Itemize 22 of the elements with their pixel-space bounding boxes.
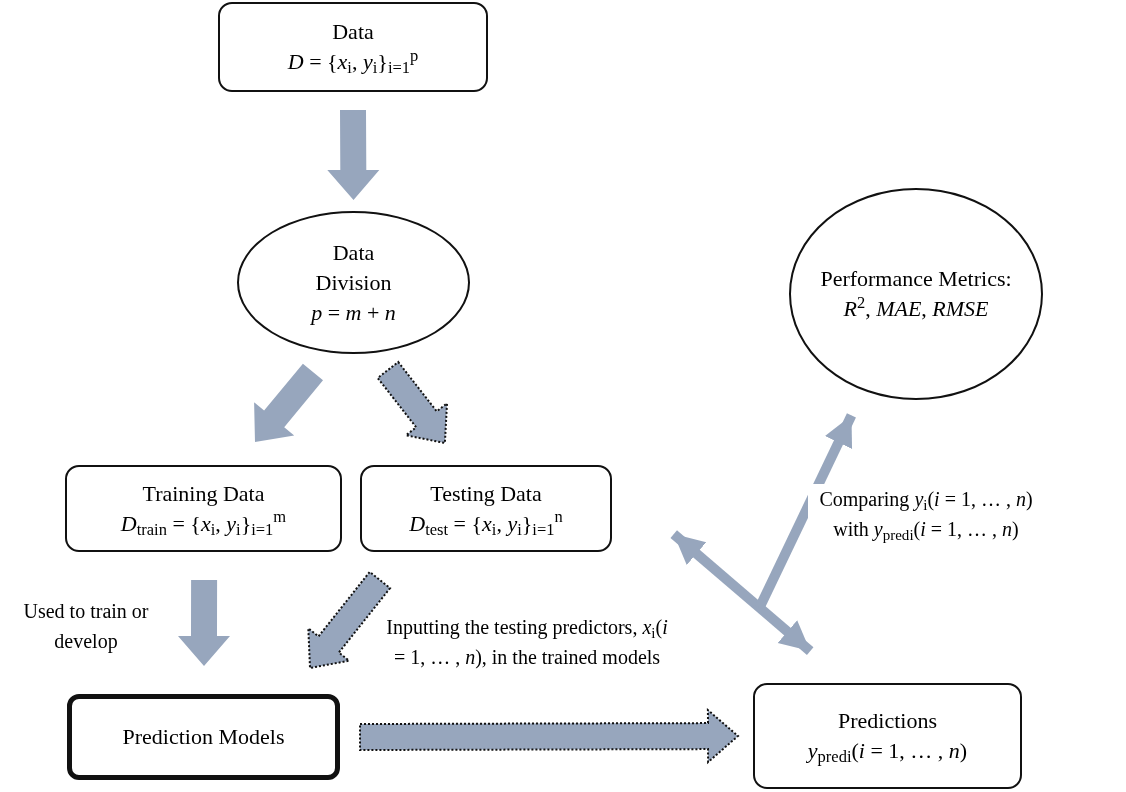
- node-title: Prediction Models: [121, 723, 286, 751]
- block-arrow: [359, 707, 740, 765]
- block-arrow: [307, 570, 392, 670]
- node-title: Data: [331, 18, 375, 46]
- block-arrow: [376, 360, 449, 445]
- formula: R$^{2}$, MAE, RMSE: [842, 294, 990, 323]
- arrow: [670, 530, 814, 655]
- block-arrow: [178, 580, 230, 666]
- process-box: [65, 465, 342, 552]
- node-title: Performance Metrics:: [819, 265, 1013, 293]
- arrow: [755, 413, 856, 610]
- node-title: Training Data: [141, 479, 266, 508]
- process-box: [67, 694, 340, 780]
- formula: y$_{pred}$$_{i}$(i = 1, … , n): [805, 737, 969, 766]
- process-box: [218, 2, 488, 92]
- block-arrow: [327, 109, 380, 200]
- node-title: Predictions: [837, 707, 938, 735]
- process-box: [360, 465, 612, 552]
- block-arrow: [254, 363, 323, 442]
- formula: p = m + n: [309, 298, 397, 327]
- process-box: [753, 683, 1022, 789]
- node-title: Testing Data: [429, 479, 543, 508]
